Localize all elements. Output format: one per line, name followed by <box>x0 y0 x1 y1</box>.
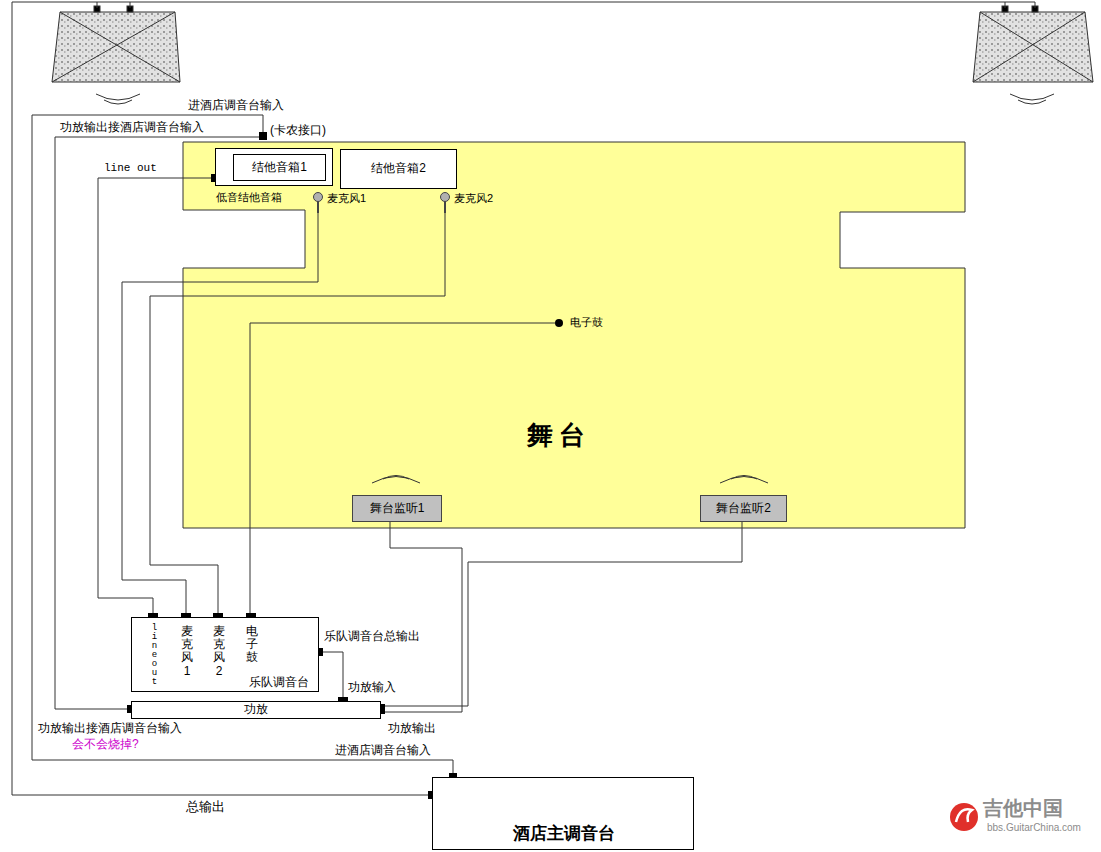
hotel-main-mixer: 酒店主调音台 <box>432 777 694 850</box>
main-output-wire <box>12 2 1035 795</box>
cable-note: 进酒店调音台输入 <box>335 744 431 758</box>
stage-monitor: 舞台监听1 <box>352 495 442 522</box>
stage-area: 舞 台低音结他音箱结他音箱1结他音箱2麦克风1麦克风2电子鼓舞台监听1舞台监听2 <box>183 142 965 528</box>
monitor-cable <box>381 522 742 706</box>
node-text: 酒店主调音台 <box>513 824 615 844</box>
electronic-drum: 电子鼓 <box>555 317 607 329</box>
node-text: 结他音箱1 <box>252 161 307 175</box>
stage-floor <box>183 142 965 528</box>
node-text: 麦克风2 <box>213 625 225 678</box>
speaker-right <box>973 6 1093 104</box>
amp-to-hotel-cable <box>32 115 453 777</box>
cable-note: 进酒店调音台输入 <box>188 99 284 113</box>
node-text: 电子鼓 <box>246 625 258 665</box>
output-label: 总输出 <box>186 800 225 815</box>
node-text: 麦克风1 <box>181 625 193 678</box>
node-text: 麦克风1 <box>327 192 366 205</box>
stage-outline <box>183 142 965 528</box>
band-mixer: line out 麦克风1 麦克风2 电子鼓乐队调音台 <box>131 617 319 692</box>
microphone: 麦克风1 <box>312 191 374 213</box>
cable-label: 功放输出 <box>388 722 436 736</box>
node-text: 麦克风2 <box>454 192 493 205</box>
speaker-left <box>52 6 180 104</box>
node-text: 电子鼓 <box>570 316 603 329</box>
node-text: 结他音箱2 <box>371 162 426 176</box>
node-text: 低音结他音箱 <box>216 191 282 204</box>
mic-cable <box>122 213 318 617</box>
monitor-waves <box>372 476 768 484</box>
connector-note: (卡农接口) <box>270 124 326 138</box>
mic-symbol <box>312 191 324 213</box>
drum-cable <box>250 323 555 617</box>
node-text: 乐队调音台 <box>249 676 309 690</box>
watermark: bbs.GuitarChina.com <box>987 822 1081 834</box>
microphone: 麦克风2 <box>439 191 501 213</box>
bass-amp-box: 低音结他音箱结他音箱1 <box>215 148 333 186</box>
cable-label: 乐队调音台总输出 <box>324 630 420 644</box>
cable-label: 功放输出接酒店调音台输入 <box>38 722 182 736</box>
node-text: line out <box>150 624 159 687</box>
drum-symbol <box>555 317 565 329</box>
guitar-amp-box: 结他音箱1 <box>233 154 326 181</box>
port-label: 功放输入 <box>348 681 396 695</box>
mixer-output-cable <box>319 652 343 701</box>
watermark-logo <box>950 803 978 831</box>
guitar-amp-box: 结他音箱2 <box>340 149 457 189</box>
node-text: 舞台监听2 <box>716 502 771 516</box>
node-text: 舞台监听1 <box>370 502 425 516</box>
cable-label: line out <box>104 162 157 175</box>
watermark: 吉他中国 <box>983 797 1063 820</box>
power-amplifier: 功放 <box>131 701 381 719</box>
mic-symbol <box>439 191 451 213</box>
node-text: 舞 台 <box>527 421 586 451</box>
cable-note: 功放输出接酒店调音台输入 <box>60 121 204 135</box>
line-out-cable <box>98 178 215 617</box>
warning-note: 会不会烧掉? <box>72 738 139 752</box>
stage-monitor: 舞台监听2 <box>700 495 787 522</box>
node-text: 功放 <box>244 703 268 717</box>
mic-cable <box>150 213 445 617</box>
